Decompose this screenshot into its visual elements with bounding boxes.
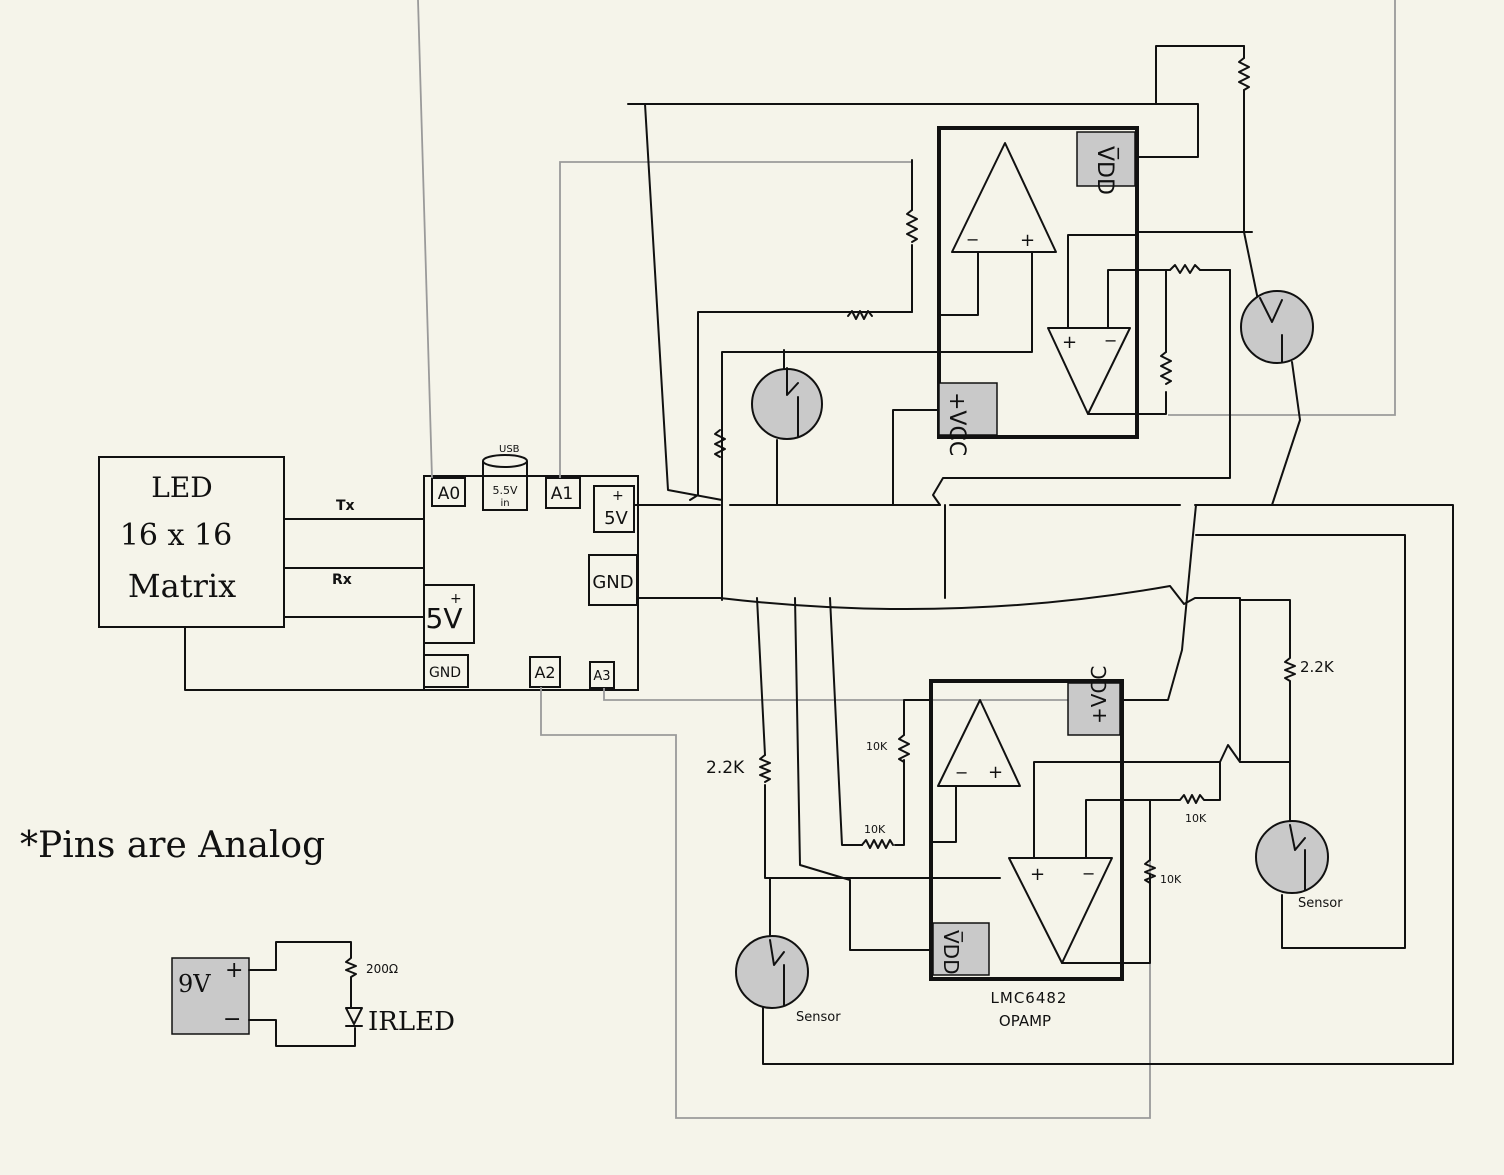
r-10k-c-label: 10K [1185, 812, 1207, 825]
battery-minus: − [223, 1007, 241, 1032]
tx-label: Tx [336, 498, 355, 514]
ir-led-label: IRLED [368, 1007, 455, 1037]
opamp-top: V̅DD +VCC − + + − [689, 126, 1253, 601]
battery-plus: + [225, 958, 243, 983]
bottom-vdd-label: V̅DD [939, 930, 964, 974]
pin-a2: A2 [534, 663, 555, 682]
bottom-amp1 [937, 699, 1021, 787]
top-amp1-minus: − [966, 230, 979, 249]
bottom-vcc-pad [1067, 682, 1121, 736]
ir-resistor-label: 200Ω [366, 962, 398, 976]
chip-type: OPAMP [999, 1012, 1051, 1030]
top-amp2-plus: + [1062, 332, 1077, 353]
power-ground-bus [627, 45, 1454, 1065]
matrix-wires: Tx Rx [184, 498, 425, 691]
matrix-line2: 16 x 16 [120, 518, 232, 553]
pin-a1: A1 [551, 484, 573, 504]
top-amp2-minus: − [1104, 331, 1117, 350]
matrix-line1: LED [151, 471, 212, 504]
usb-port [482, 454, 528, 468]
pin-a3: A3 [593, 669, 610, 684]
battery [171, 957, 250, 1035]
bottom-vdd-pad [932, 922, 990, 976]
ir-led-circuit: 9V + − 200Ω IRLED [171, 941, 455, 1047]
led-matrix: LED 16 x 16 Matrix [98, 456, 285, 628]
resistors-bottom [759, 599, 1296, 884]
top-vdd-pad [1076, 131, 1136, 187]
opamp-bottom: +VCC V̅DD − + + − LMC6482 OPAMP [756, 597, 1291, 1030]
resistors-top [714, 57, 1250, 458]
pin-5v-left: 5V [426, 602, 463, 635]
pin-5v-right: 5V [604, 508, 628, 529]
sensor-right-label: Sensor [1298, 896, 1343, 911]
pin-a0: A0 [438, 484, 460, 504]
sensor-bottom-right [1255, 820, 1329, 894]
top-vdd-label: V̅DD [1092, 146, 1119, 195]
r-10k-b-label: 10K [864, 823, 886, 836]
bottom-amp2-minus: − [1082, 864, 1095, 883]
chip-name: LMC6482 [991, 989, 1068, 1007]
bottom-amp1-plus: + [988, 762, 1003, 783]
sensor-bottom-left [735, 935, 809, 1009]
battery-label: 9V [178, 970, 211, 998]
ir-led-diode [345, 1007, 363, 1025]
sensor-top-left [751, 367, 823, 440]
r-2k2-left-label: 2.2K [706, 758, 745, 778]
rx-label: Rx [332, 572, 352, 588]
vin-label-bot: in [500, 498, 509, 509]
pin-5v-left-plus: + [450, 591, 462, 607]
top-vcc-label: +VCC [944, 392, 969, 456]
sensor-left-label: Sensor [796, 1010, 841, 1025]
bottom-amp1-minus: − [955, 763, 968, 782]
top-amp1-plus: + [1020, 230, 1035, 251]
bottom-amp2 [1008, 857, 1113, 964]
r-10k-a-label: 10K [866, 740, 888, 753]
pin-gnd-left: GND [429, 665, 461, 681]
bottom-vcc-label: +VCC [1087, 666, 1111, 724]
microcontroller-board: A0 USB 5.5V in A1 5V + GND 5V + GND A2 A… [423, 444, 639, 691]
usb-label: USB [499, 444, 520, 455]
bottom-amp2-plus: + [1030, 864, 1045, 885]
top-vcc-pad [938, 382, 998, 436]
pin-gnd-right: GND [592, 572, 633, 593]
top-amp1 [951, 142, 1057, 253]
matrix-line3: Matrix [128, 567, 236, 605]
top-amp2 [1047, 327, 1131, 415]
component-labels: 2.2K 2.2K 10K 10K 10K 10K Sensor Sensor [706, 658, 1343, 1025]
pin-5v-right-plus: + [612, 488, 624, 504]
r-10k-d-label: 10K [1160, 873, 1182, 886]
analog-note: *Pins are Analog [20, 825, 325, 866]
vin-label-top: 5.5V [492, 484, 517, 497]
sensor-top-right [1240, 290, 1314, 364]
r-2k2-right-label: 2.2K [1300, 658, 1335, 676]
